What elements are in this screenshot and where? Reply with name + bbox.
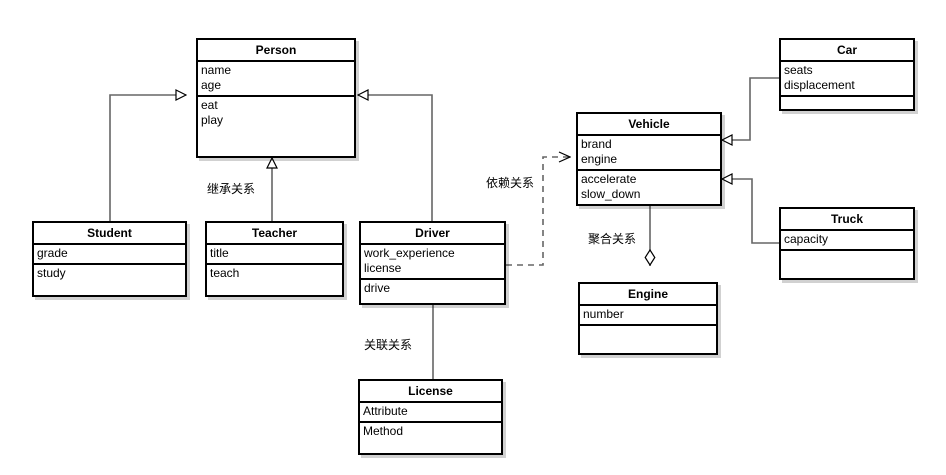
class-member: slow_down (581, 187, 641, 201)
class-member: brand (581, 137, 612, 151)
class-title-driver: Driver (361, 223, 504, 245)
class-box-engine[interactable]: Engine number (578, 282, 718, 355)
class-box-license[interactable]: License Attribute Method (358, 379, 503, 455)
class-attributes-truck: capacity (781, 231, 913, 251)
edge-driver-person (358, 95, 433, 221)
class-member: displacement (784, 78, 855, 92)
class-box-car[interactable]: Car seats displacement (779, 38, 915, 111)
class-attributes-vehicle: brand engine (578, 136, 720, 171)
class-member: age (201, 78, 222, 92)
class-attributes-student: grade (34, 245, 185, 265)
class-title-teacher: Teacher (207, 223, 342, 245)
class-attributes-engine: number (580, 306, 716, 326)
class-member: Attribute (363, 404, 408, 418)
class-member: engine (581, 152, 618, 166)
class-box-person[interactable]: Person name age eat play (196, 38, 356, 158)
class-methods-person: eat play (198, 97, 354, 156)
edge-car-vehicle (722, 77, 779, 140)
label-association: 关联关系 (364, 338, 413, 352)
edge-truck-vehicle (722, 179, 779, 244)
class-member: number (583, 307, 624, 321)
label-dependency: 依赖关系 (486, 176, 535, 190)
label-inheritance: 继承关系 (207, 182, 256, 196)
class-title-person: Person (198, 40, 354, 62)
class-member: eat (201, 98, 218, 112)
class-methods-car (781, 97, 913, 109)
class-title-car: Car (781, 40, 913, 62)
class-methods-license: Method (360, 423, 501, 453)
class-attributes-car: seats displacement (781, 62, 913, 97)
class-title-license: License (360, 381, 501, 403)
class-box-driver[interactable]: Driver work_experience license drive (359, 221, 506, 305)
class-member: title (210, 246, 229, 260)
class-member: seats (784, 63, 813, 77)
class-member: drive (364, 281, 391, 295)
class-title-vehicle: Vehicle (578, 114, 720, 136)
class-box-student[interactable]: Student grade study (32, 221, 187, 297)
class-member: capacity (784, 232, 829, 246)
class-member: work_experience (364, 246, 455, 260)
class-methods-engine (580, 326, 716, 353)
class-member: name (201, 63, 232, 77)
edge-driver-vehicle (506, 157, 570, 266)
class-methods-vehicle: accelerate slow_down (578, 171, 720, 204)
class-title-student: Student (34, 223, 185, 245)
class-box-truck[interactable]: Truck capacity (779, 207, 915, 280)
class-member: study (37, 266, 66, 280)
class-methods-student: study (34, 265, 185, 295)
class-box-vehicle[interactable]: Vehicle brand engine accelerate slow_dow… (576, 112, 722, 206)
class-member: teach (210, 266, 240, 280)
label-aggregation: 聚合关系 (588, 232, 637, 246)
class-attributes-driver: work_experience license (361, 245, 504, 280)
edge-student-person (109, 95, 186, 221)
class-member: grade (37, 246, 68, 260)
class-title-engine: Engine (580, 284, 716, 306)
class-attributes-teacher: title (207, 245, 342, 265)
class-methods-truck (781, 251, 913, 278)
class-title-truck: Truck (781, 209, 913, 231)
class-member: license (364, 261, 402, 275)
class-attributes-license: Attribute (360, 403, 501, 423)
class-attributes-person: name age (198, 62, 354, 97)
class-member: accelerate (581, 172, 637, 186)
class-methods-driver: drive (361, 280, 504, 303)
class-methods-teacher: teach (207, 265, 342, 295)
class-member: play (201, 113, 224, 127)
class-box-teacher[interactable]: Teacher title teach (205, 221, 344, 297)
class-member: Method (363, 424, 404, 438)
